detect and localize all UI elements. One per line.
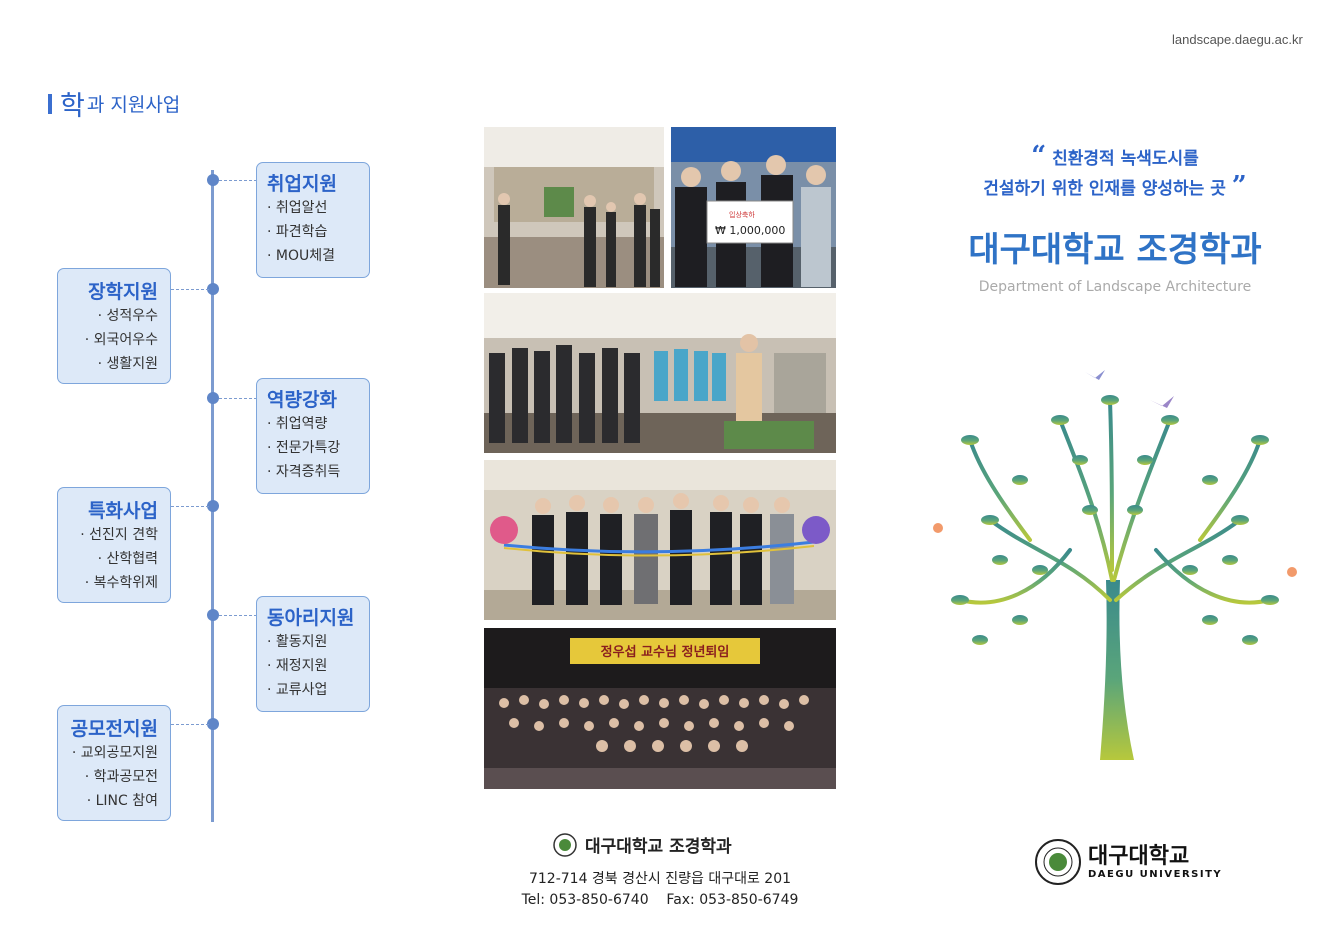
close-quote-icon: ” [1231, 171, 1247, 201]
footer-logo: 대구대학교 조경학과 [553, 832, 732, 857]
support-item: · 교외공모지원 [71, 745, 158, 761]
footer-address: 712-714 경북 경산시 진량읍 대구대로 201 [528, 871, 792, 887]
tree-illustration [933, 370, 1297, 760]
support-item: · 복수학위제 [84, 575, 158, 591]
support-box-club: 동아리지원 · 활동지원 · 재정지원 · 교류사업 [256, 596, 370, 712]
footer-contact: 712-714 경북 경산시 진량읍 대구대로 201 Tel: 053-850… [480, 869, 840, 911]
title-bar [48, 93, 52, 114]
slogan-line1: 친환경적 녹색도시를 [1052, 149, 1199, 169]
photo-retirement-ceremony: 정우섭 교수님 정년퇴임 [484, 628, 836, 789]
timeline-node [207, 392, 219, 404]
connector [219, 398, 257, 399]
support-box-specialized: 특화사업 · 선진지 견학 · 산학협력 · 복수학위제 [57, 487, 171, 603]
timeline-node [207, 174, 219, 186]
support-item: · 파견학습 [267, 224, 328, 240]
support-item: · 전문가특강 [267, 440, 341, 456]
support-box-contest: 공모전지원 · 교외공모지원 · 학과공모전 · LINC 참여 [57, 705, 171, 821]
support-title: 동아리지원 [267, 607, 355, 629]
title-first-char: 학 [60, 91, 85, 122]
support-item: · LINC 참여 [86, 793, 158, 809]
university-name-ko: 대구대학교 [1088, 843, 1190, 869]
timeline-node [207, 283, 219, 295]
support-item: · 취업역량 [267, 416, 328, 432]
support-item: · 활동지원 [267, 634, 328, 650]
department-name-en: Department of Landscape Architecture [978, 279, 1252, 295]
support-item: · 성적우수 [97, 308, 158, 324]
photo-ribbon-cutting [484, 460, 836, 620]
support-title: 역량강화 [267, 389, 337, 411]
photo-exhibition-speech [484, 127, 664, 288]
connector [219, 615, 257, 616]
title-rest: 과 지원사업 [86, 94, 181, 116]
support-title: 공모전지원 [70, 718, 158, 740]
butterfly-icon [1287, 567, 1297, 577]
connector [171, 289, 209, 290]
footer-fax: Fax: 053-850-6749 [666, 892, 799, 908]
website-url: landscape.daegu.ac.kr [1172, 32, 1303, 47]
timeline-line [211, 170, 214, 822]
support-box-competency: 역량강화 · 취업역량 · 전문가특강 · 자격증취득 [256, 378, 370, 494]
support-item: · 외국어우수 [84, 332, 158, 348]
slogan-line2: 건설하기 위한 인재를 양성하는 곳 [983, 179, 1226, 199]
support-item: · 학과공모전 [84, 769, 158, 785]
university-emblem-icon [553, 832, 577, 857]
connector [219, 180, 257, 181]
footer-department-name: 대구대학교 조경학과 [585, 837, 732, 857]
timeline-node [207, 718, 219, 730]
svg-text:입상축하: 입상축하 [729, 210, 755, 219]
bird-icon [1150, 396, 1174, 408]
department-name-ko: 대구대학교 조경학과 [968, 230, 1262, 270]
support-title: 취업지원 [267, 173, 337, 195]
banner-text: 정우섭 교수님 정년퇴임 [601, 644, 730, 660]
connector [171, 724, 209, 725]
footer-phone: Tel: 053-850-6740 [521, 892, 649, 908]
support-box-employment: 취업지원 · 취업알선 · 파견학습 · MOU체결 [256, 162, 370, 278]
check-amount: ₩ 1,000,000 [715, 224, 785, 237]
support-item: · 생활지원 [97, 356, 158, 372]
slogan: “ 친환경적 녹색도시를 건설하기 위한 인재를 양성하는 곳 ” [950, 143, 1280, 203]
support-item: · 취업알선 [267, 200, 328, 216]
support-item: · 재정지원 [267, 658, 328, 674]
university-name-en: DAEGU UNIVERSITY [1088, 868, 1223, 880]
timeline-node [207, 609, 219, 621]
bird-icon [1085, 370, 1105, 380]
photo-crowd-presentation [484, 293, 836, 453]
photo-award-check: 입상축하 ₩ 1,000,000 [671, 127, 836, 288]
support-item: · MOU체결 [267, 248, 336, 264]
university-seal-icon [1035, 839, 1081, 885]
support-title: 장학지원 [88, 281, 158, 303]
support-item: · 산학협력 [97, 551, 158, 567]
open-quote-icon: “ [1031, 141, 1047, 171]
university-logo: 대구대학교 DAEGU UNIVERSITY [1034, 838, 1222, 886]
timeline-node [207, 500, 219, 512]
support-box-scholarship: 장학지원 · 성적우수 · 외국어우수 · 생활지원 [57, 268, 171, 384]
support-title: 특화사업 [88, 500, 158, 522]
support-item: · 선진지 견학 [80, 527, 158, 543]
connector [171, 506, 209, 507]
support-item: · 교류사업 [267, 682, 328, 698]
support-item: · 자격증취득 [267, 464, 341, 480]
butterfly-icon [933, 523, 943, 533]
